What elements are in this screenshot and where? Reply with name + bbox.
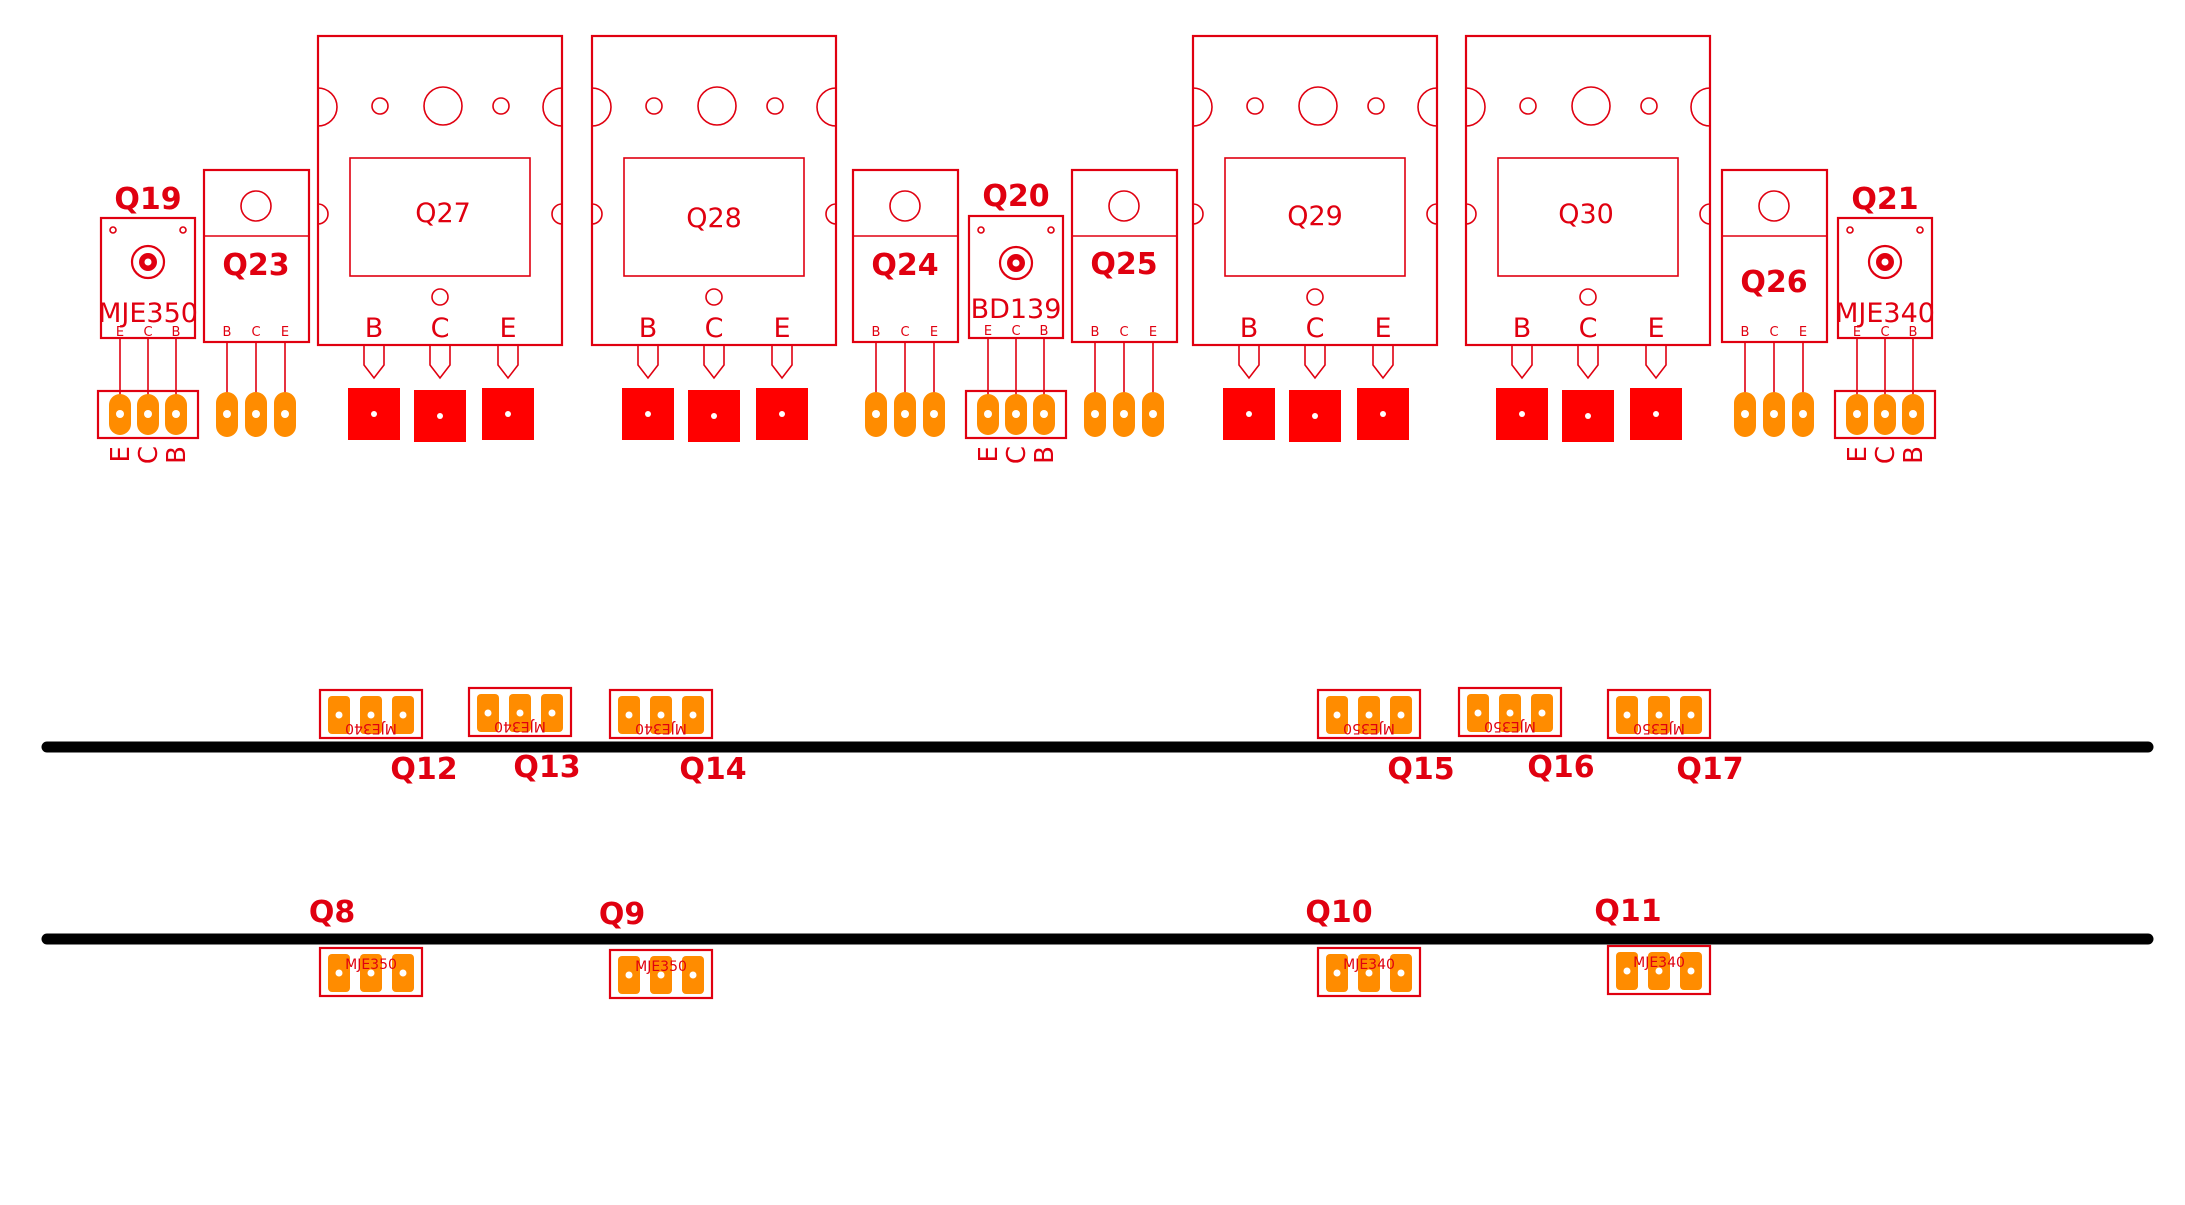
- ref-label: Q13: [513, 750, 580, 785]
- pin-label: E: [281, 325, 289, 340]
- transistor-q12: MJE340 Q12: [318, 688, 458, 787]
- part-type-label: MJE340: [1835, 298, 1935, 329]
- pin-label: C: [431, 313, 450, 344]
- pin-label: C: [143, 325, 152, 340]
- pin-label: B: [1513, 313, 1532, 344]
- transistor-q29: Q29 B C E: [1191, 34, 1439, 442]
- pin-label: E: [1799, 325, 1807, 340]
- transistor-q15: MJE350 Q15: [1316, 688, 1455, 787]
- ref-label: Q17: [1676, 752, 1743, 787]
- transistor-q24: Q24 B C E: [851, 168, 960, 437]
- pin-label: E: [499, 313, 516, 344]
- ref-label: Q16: [1527, 750, 1594, 785]
- ref-label: Q30: [1558, 199, 1614, 230]
- pin-label: B: [365, 313, 384, 344]
- part-type-label: MJE340: [494, 718, 546, 734]
- transistor-q20: Q20 BD139 E C B E C B: [964, 179, 1068, 464]
- ref-label: Q28: [686, 203, 742, 234]
- part-type-label: MJE350: [1633, 720, 1685, 736]
- pin-label: E: [116, 325, 124, 340]
- pin-label: B: [1091, 325, 1100, 340]
- transistor-q26: Q26 B C E: [1720, 168, 1829, 437]
- transistor-q23: Q23 B C E: [202, 168, 311, 437]
- transistor-q10: Q10 MJE340: [1305, 895, 1422, 998]
- ref-label: Q29: [1287, 201, 1343, 232]
- pin-label: C: [1011, 324, 1020, 339]
- transistor-q27: Q27 B C E: [316, 34, 564, 442]
- part-type-label: MJE340: [635, 720, 687, 736]
- part-type-label: MJE350: [1343, 720, 1395, 736]
- pin-label: B: [172, 325, 181, 340]
- pin-label: E: [1374, 313, 1391, 344]
- pad-label: E: [106, 446, 136, 462]
- pin-label: B: [1741, 325, 1750, 340]
- transistor-q21: Q21 MJE340 E C B E C B: [1833, 182, 1937, 464]
- transistor-q14: MJE340 Q14: [608, 688, 747, 787]
- pin-label: E: [1149, 325, 1157, 340]
- pin-label: B: [1240, 313, 1259, 344]
- part-type-label: MJE340: [1343, 957, 1395, 973]
- transistor-q16: MJE350 Q16: [1457, 686, 1595, 785]
- pin-label: E: [773, 313, 790, 344]
- pin-label: B: [639, 313, 658, 344]
- ref-label: Q9: [599, 897, 645, 932]
- ref-label: Q8: [309, 895, 355, 930]
- pin-label: B: [1040, 324, 1049, 339]
- transistor-q11: Q11 MJE340: [1594, 894, 1712, 996]
- part-type-label: MJE350: [98, 298, 198, 329]
- part-type-label: MJE340: [345, 720, 397, 736]
- ref-label: Q25: [1090, 247, 1157, 282]
- pin-label: E: [930, 325, 938, 340]
- ref-label: Q24: [871, 248, 938, 283]
- transistor-q30: Q30 B C E: [1464, 34, 1712, 442]
- part-type-label: BD139: [971, 294, 1062, 325]
- pin-label: C: [705, 313, 724, 344]
- ref-label: Q15: [1387, 752, 1454, 787]
- pin-label: C: [251, 325, 260, 340]
- ref-label: Q21: [1851, 182, 1918, 217]
- pin-label: B: [223, 325, 232, 340]
- transistor-q25: Q25 B C E: [1070, 168, 1179, 437]
- pad-label: B: [162, 446, 192, 464]
- part-type-label: MJE340: [1633, 955, 1685, 971]
- transistor-q19: Q19 MJE350 E C B E C B: [96, 182, 200, 464]
- pin-label: C: [1579, 313, 1598, 344]
- pin-label: C: [900, 325, 909, 340]
- transistor-q9: Q9 MJE350: [599, 897, 714, 1000]
- pin-label: B: [1909, 325, 1918, 340]
- pad-label: E: [1843, 446, 1873, 462]
- pad-label: C: [1871, 446, 1901, 464]
- ref-label: Q11: [1594, 894, 1661, 929]
- pin-label: B: [872, 325, 881, 340]
- pad-label: C: [134, 446, 164, 464]
- transistor-q28: Q28 B C E: [590, 34, 838, 442]
- part-type-label: MJE350: [345, 957, 397, 973]
- pin-label: C: [1306, 313, 1325, 344]
- ref-label: Q20: [982, 179, 1049, 214]
- pad-label: B: [1899, 446, 1929, 464]
- pad-label: C: [1002, 446, 1032, 464]
- ref-label: Q12: [390, 752, 457, 787]
- transistor-q8: Q8 MJE350: [309, 895, 424, 998]
- pin-label: C: [1769, 325, 1778, 340]
- ref-label: Q23: [222, 248, 289, 283]
- pin-label: E: [1647, 313, 1664, 344]
- pin-label: E: [1853, 325, 1861, 340]
- pin-label: E: [984, 324, 992, 339]
- ref-label: Q10: [1305, 895, 1372, 930]
- pin-label: C: [1880, 325, 1889, 340]
- transistor-q13: MJE340 Q13: [467, 686, 581, 785]
- ref-label: Q27: [415, 198, 471, 229]
- pin-label: C: [1119, 325, 1128, 340]
- pad-label: B: [1030, 446, 1060, 464]
- pad-label: E: [974, 446, 1004, 462]
- ref-label: Q26: [1740, 265, 1807, 300]
- part-type-label: MJE350: [635, 959, 687, 975]
- part-type-label: MJE350: [1484, 718, 1536, 734]
- ref-label: Q14: [679, 752, 746, 787]
- transistor-q17: MJE350 Q17: [1606, 688, 1744, 787]
- ref-label: Q19: [114, 182, 181, 217]
